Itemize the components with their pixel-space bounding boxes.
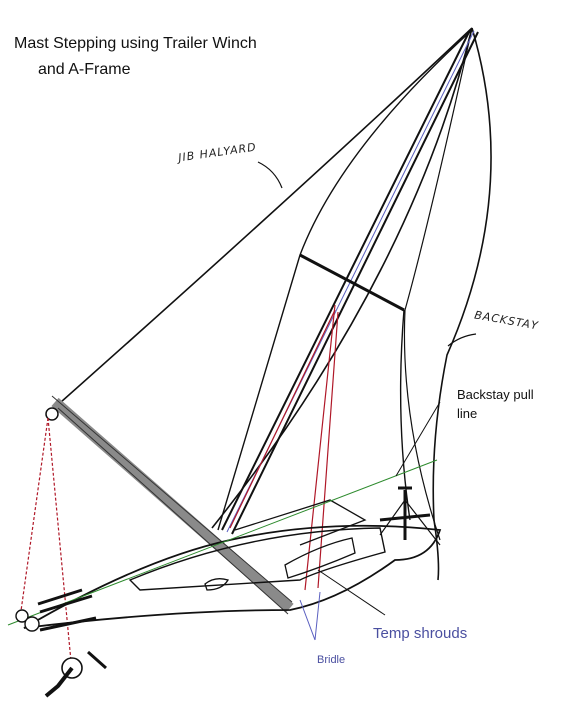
bridle-label: Bridle: [317, 654, 346, 666]
temp-shroud-1: [304, 304, 339, 591]
winch-handle: [44, 666, 74, 698]
stern-support: [379, 486, 431, 540]
a-frame-pole-edge: [51, 395, 293, 615]
stern-support-legs: [379, 499, 441, 546]
temp-shrouds-leader: [317, 569, 386, 616]
backstay-pull-line-label-2: line: [457, 406, 478, 421]
diagram-title-line2: and A-Frame: [38, 61, 131, 78]
backstay-pull-line-label-1: Backstay pull: [457, 387, 534, 402]
cabin-top: [234, 499, 367, 546]
window: [284, 537, 356, 579]
a-frame-top-pulley: [45, 407, 59, 421]
a-frame-pole: [51, 397, 294, 613]
backstay-pull-leader: [395, 401, 441, 477]
backstay-pull-line: [7, 459, 438, 626]
shroud-right: [399, 309, 411, 521]
bridle-line: [299, 591, 321, 641]
bow-roller-1: [15, 609, 29, 623]
jib-halyard-leader: [257, 161, 283, 189]
hull: [23, 524, 442, 629]
temp-shrouds-label: Temp shrouds: [373, 625, 468, 642]
trailer-bars: [37, 588, 97, 632]
temp-shroud-fwd: [229, 309, 336, 529]
spreader-upper: [299, 253, 405, 312]
main-sail-leech: [403, 27, 473, 541]
cabin: [128, 527, 386, 591]
porthole: [204, 578, 229, 591]
jib-sail: [51, 27, 473, 529]
diagram-title-line1: Mast Stepping using Trailer Winch: [14, 35, 257, 52]
shroud-left: [217, 29, 473, 531]
trailer-tongue: [87, 650, 107, 670]
backstay-line: [432, 27, 492, 581]
bow-roller-2: [24, 616, 40, 632]
backstay-leader: [447, 333, 477, 347]
winch-line: [19, 417, 73, 673]
